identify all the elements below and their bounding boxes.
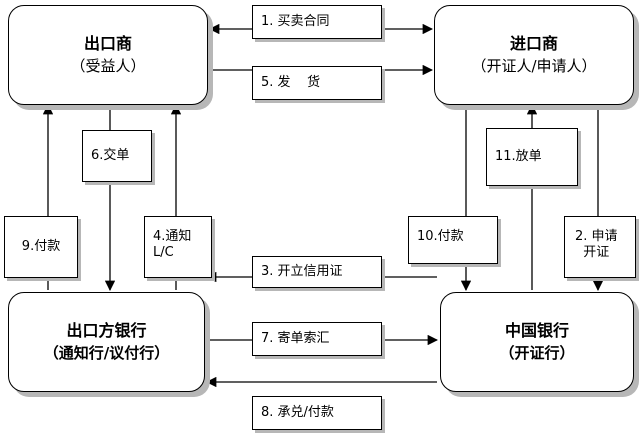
exporter-bank-node: 出口方银行 （通知行/议付行） <box>8 292 205 392</box>
importer-subtitle: （开证人/申请人） <box>471 57 597 75</box>
exporter-subtitle: （受益人） <box>70 57 146 75</box>
exporter-node: 出口商 （受益人） <box>8 5 208 105</box>
step-1-label: 1. 买卖合同 <box>252 5 382 39</box>
exporter-title: 出口商 <box>83 34 132 53</box>
issuing-bank-subtitle: （开证行） <box>499 344 575 362</box>
step-7-label: 7. 寄单索汇 <box>252 322 382 356</box>
issuing-bank-title: 中国银行 <box>504 321 569 340</box>
importer-title: 进口商 <box>509 34 558 53</box>
step-4-label: 4.通知 L/C <box>144 216 212 278</box>
step-9-label: 9.付款 <box>4 216 78 278</box>
step-3-label: 3. 开立信用证 <box>252 256 382 288</box>
step-5-label: 5. 发 货 <box>252 66 382 100</box>
step-6-label: 6.交单 <box>82 130 152 182</box>
exporter-bank-title: 出口方银行 <box>66 321 147 340</box>
importer-node: 进口商 （开证人/申请人） <box>434 5 634 105</box>
issuing-bank-node: 中国银行 （开证行） <box>440 292 634 392</box>
step-10-label: 10.付款 <box>408 216 498 264</box>
exporter-bank-subtitle: （通知行/议付行） <box>43 344 170 362</box>
step-8-label: 8. 承兑/付款 <box>252 396 382 430</box>
step-11-label: 11.放单 <box>486 128 578 186</box>
step-2-label: 2. 申请 开证 <box>564 216 636 278</box>
